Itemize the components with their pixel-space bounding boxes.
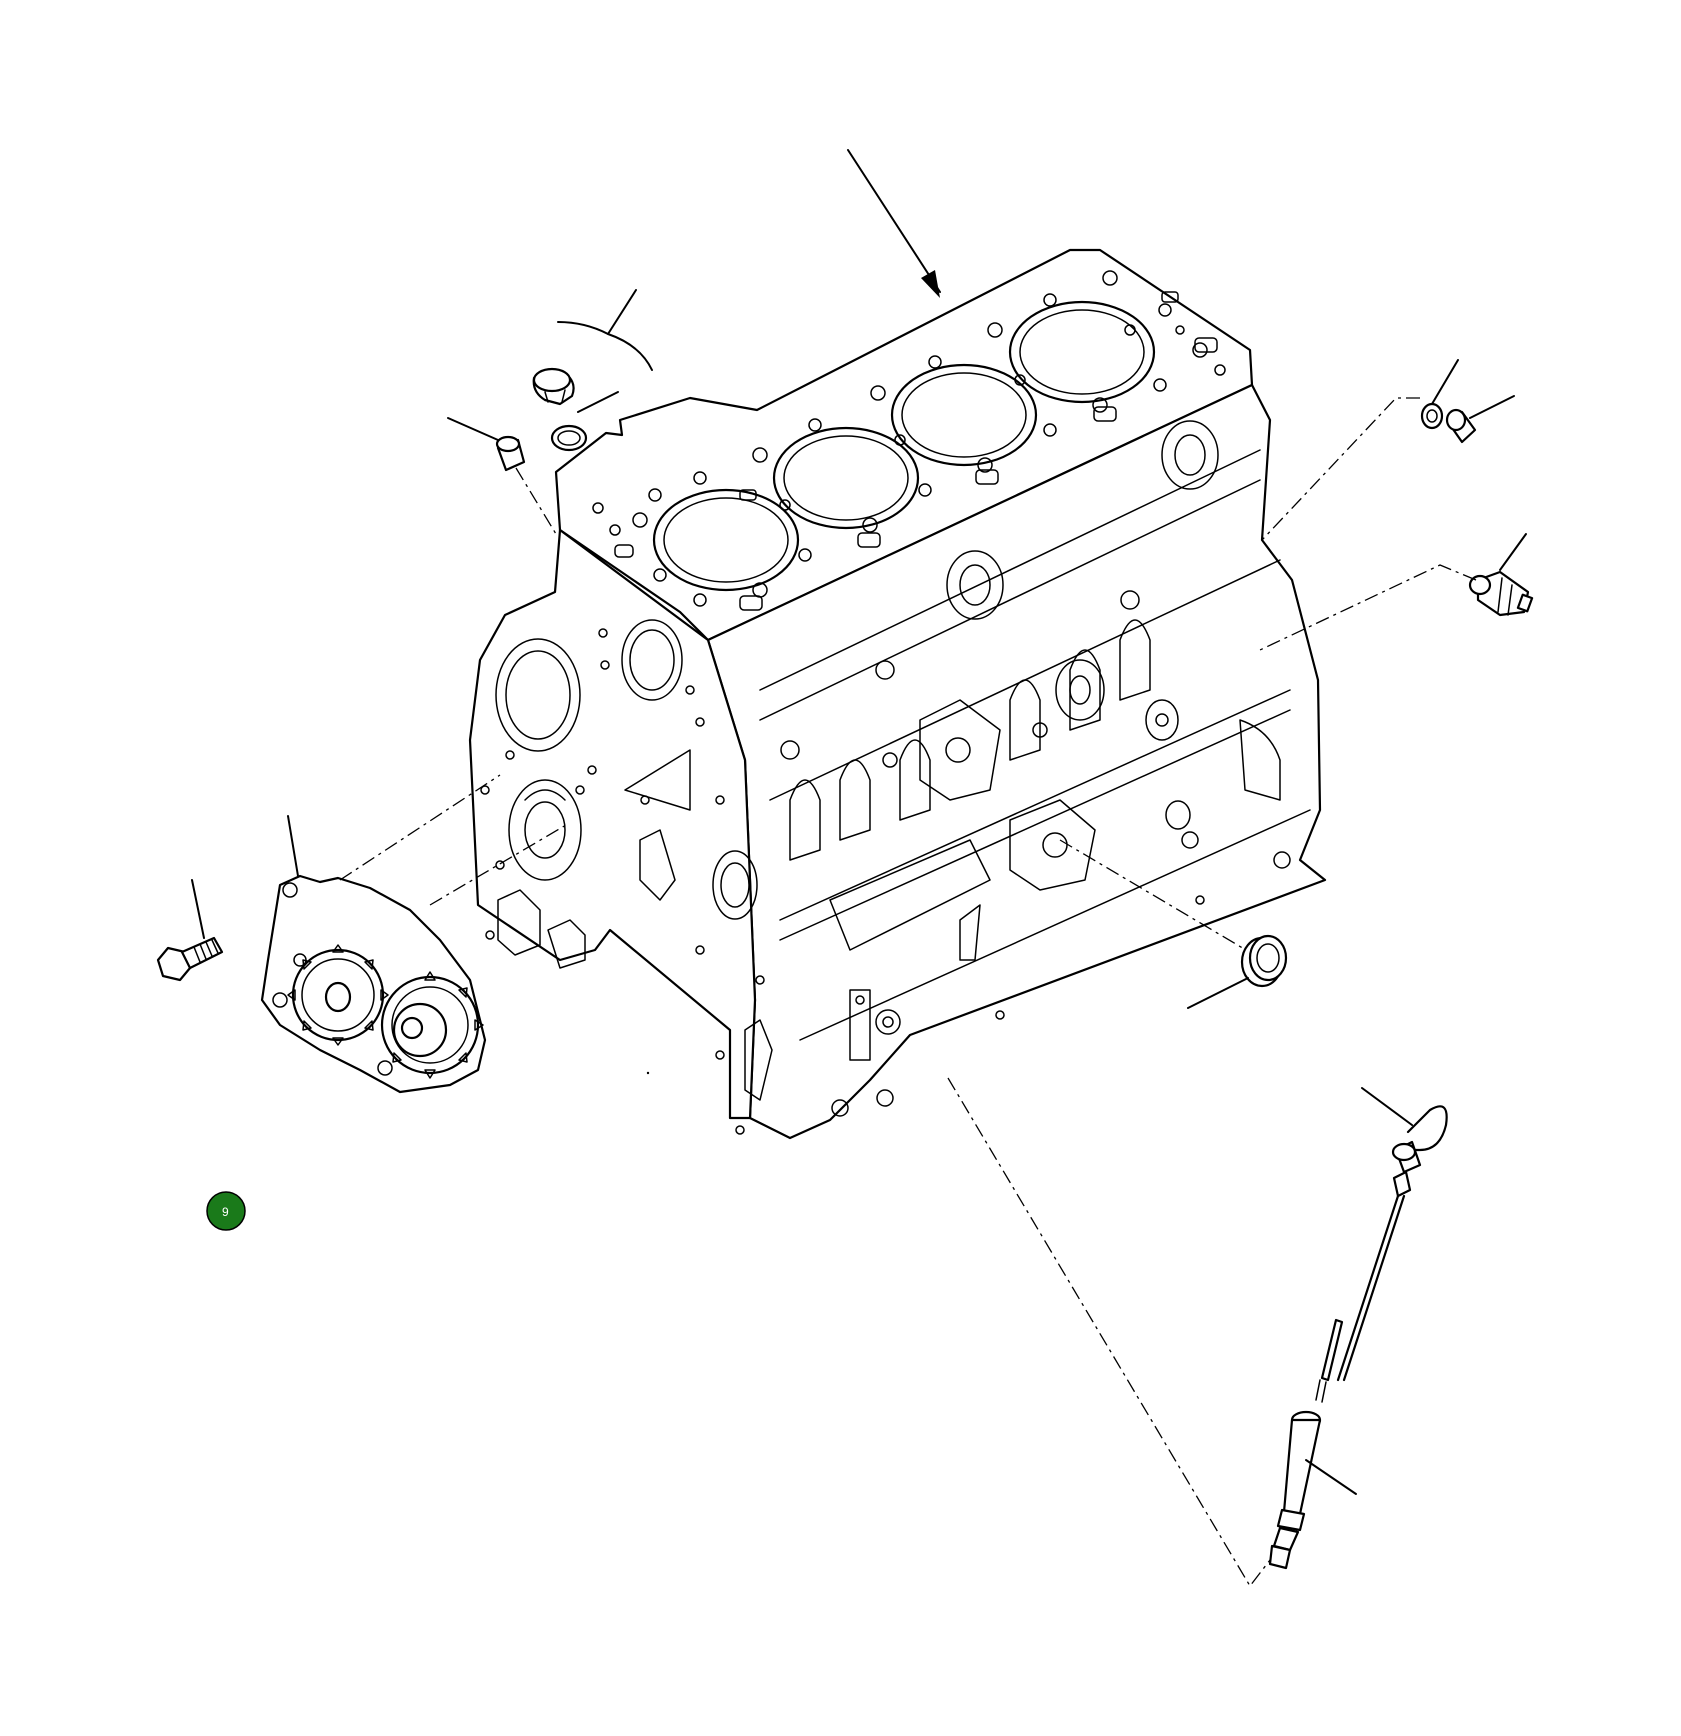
cylinder-bore-3-inner <box>901 372 1027 458</box>
oil-pump-gear-left <box>287 944 389 1046</box>
cylinder-bore-2-inner <box>783 435 909 521</box>
plug-right <box>1445 395 1515 444</box>
cylinder-bore-2 <box>772 426 920 530</box>
cylinder-bore-4 <box>1008 300 1156 404</box>
block-front-face <box>468 528 757 1120</box>
bolt <box>156 879 224 982</box>
oil-pump-gear-right <box>380 971 484 1079</box>
seal-ring <box>1187 934 1288 1009</box>
cylinder-bore-4-inner <box>1019 309 1145 395</box>
washer-right <box>1420 359 1459 430</box>
block-side-details <box>759 420 1311 1117</box>
dash-pump-upper <box>339 774 501 881</box>
deck-holes <box>592 270 1226 607</box>
brace-symbol <box>557 289 653 371</box>
stray-dot <box>646 1071 650 1075</box>
callout-marker-circle[interactable] <box>206 1191 246 1231</box>
dash-dipstick <box>947 1077 1271 1588</box>
dipstick-tube <box>1268 1410 1357 1570</box>
plug <box>532 367 619 413</box>
dash-sensor <box>1259 564 1477 651</box>
callout-marker[interactable]: 9 <box>206 1191 246 1231</box>
block-front-details <box>480 619 773 1135</box>
dash-seal <box>1059 839 1247 951</box>
engine-block <box>468 248 1327 1140</box>
oil-pump <box>260 815 487 1094</box>
cylinder-bore-3 <box>890 363 1038 467</box>
deck-water-passages <box>614 291 1218 611</box>
cylinder-bore-1-inner <box>663 497 789 583</box>
pressure-sensor <box>1468 533 1534 617</box>
dowel-pin <box>447 417 557 535</box>
callout-marker-label: 9 <box>222 1205 229 1219</box>
dash-plug-right <box>1261 397 1420 541</box>
cylinder-bore-1 <box>652 488 800 592</box>
o-ring <box>550 424 588 452</box>
block-leader-arrow <box>847 149 941 298</box>
dipstick <box>1315 1087 1448 1403</box>
